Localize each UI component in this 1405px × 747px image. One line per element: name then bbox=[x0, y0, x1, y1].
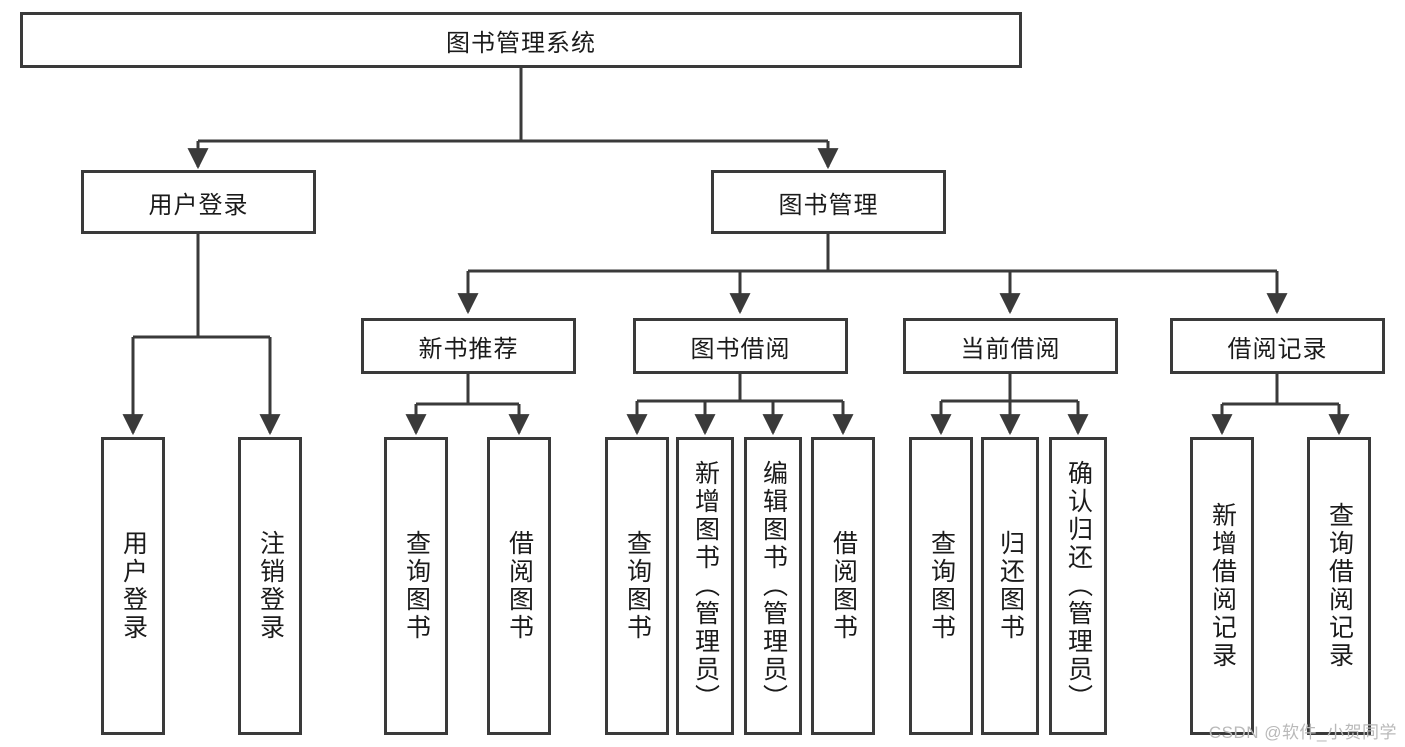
leaf-records-query-record-label: 查询借阅记录 bbox=[1325, 502, 1354, 670]
leaf-borrow-edit-book-label: 编辑图书（管理员） bbox=[759, 460, 788, 712]
node-user-login-label: 用户登录 bbox=[148, 191, 249, 219]
leaf-user-login-signin-label: 用户登录 bbox=[119, 530, 148, 642]
node-book-management[interactable]: 图书管理 bbox=[711, 170, 946, 234]
leaf-current-query-book-label: 查询图书 bbox=[927, 530, 956, 642]
leaf-borrow-query-book-label: 查询图书 bbox=[623, 530, 652, 642]
leaf-current-return-book-label: 归还图书 bbox=[996, 530, 1025, 642]
node-new-book-recommend-label: 新书推荐 bbox=[418, 335, 519, 363]
leaf-current-query-book[interactable]: 查询图书 bbox=[909, 437, 973, 735]
leaf-borrow-query-book[interactable]: 查询图书 bbox=[605, 437, 669, 735]
node-root[interactable]: 图书管理系统 bbox=[20, 12, 1022, 68]
leaf-current-return-book[interactable]: 归还图书 bbox=[981, 437, 1039, 735]
node-current-borrow[interactable]: 当前借阅 bbox=[903, 318, 1118, 374]
node-borrow-records-label: 借阅记录 bbox=[1227, 335, 1328, 363]
leaf-user-login-signin[interactable]: 用户登录 bbox=[101, 437, 165, 735]
leaf-new-book-borrow-label: 借阅图书 bbox=[505, 530, 534, 642]
leaf-borrow-edit-book[interactable]: 编辑图书（管理员） bbox=[744, 437, 802, 735]
leaf-current-confirm-return[interactable]: 确认归还（管理员） bbox=[1049, 437, 1107, 735]
leaf-user-login-signout-label: 注销登录 bbox=[256, 530, 285, 642]
leaf-new-book-query-label: 查询图书 bbox=[402, 530, 431, 642]
leaf-records-add-record[interactable]: 新增借阅记录 bbox=[1190, 437, 1254, 735]
leaf-borrow-borrow-book[interactable]: 借阅图书 bbox=[811, 437, 875, 735]
node-root-label: 图书管理系统 bbox=[446, 29, 596, 57]
leaf-borrow-add-book[interactable]: 新增图书（管理员） bbox=[676, 437, 734, 735]
node-current-borrow-label: 当前借阅 bbox=[960, 335, 1061, 363]
leaf-current-confirm-return-label: 确认归还（管理员） bbox=[1064, 460, 1093, 712]
leaf-new-book-query[interactable]: 查询图书 bbox=[384, 437, 448, 735]
leaf-borrow-borrow-book-label: 借阅图书 bbox=[829, 530, 858, 642]
leaf-records-add-record-label: 新增借阅记录 bbox=[1208, 502, 1237, 670]
leaf-user-login-signout[interactable]: 注销登录 bbox=[238, 437, 302, 735]
watermark: CSDN @软件_小贺同学 bbox=[1208, 723, 1397, 742]
node-borrow-records[interactable]: 借阅记录 bbox=[1170, 318, 1385, 374]
node-book-borrow[interactable]: 图书借阅 bbox=[633, 318, 848, 374]
node-book-management-label: 图书管理 bbox=[778, 191, 879, 219]
leaf-borrow-add-book-label: 新增图书（管理员） bbox=[691, 460, 720, 712]
leaf-records-query-record[interactable]: 查询借阅记录 bbox=[1307, 437, 1371, 735]
leaf-new-book-borrow[interactable]: 借阅图书 bbox=[487, 437, 551, 735]
node-book-borrow-label: 图书借阅 bbox=[690, 335, 791, 363]
node-user-login[interactable]: 用户登录 bbox=[81, 170, 316, 234]
node-new-book-recommend[interactable]: 新书推荐 bbox=[361, 318, 576, 374]
